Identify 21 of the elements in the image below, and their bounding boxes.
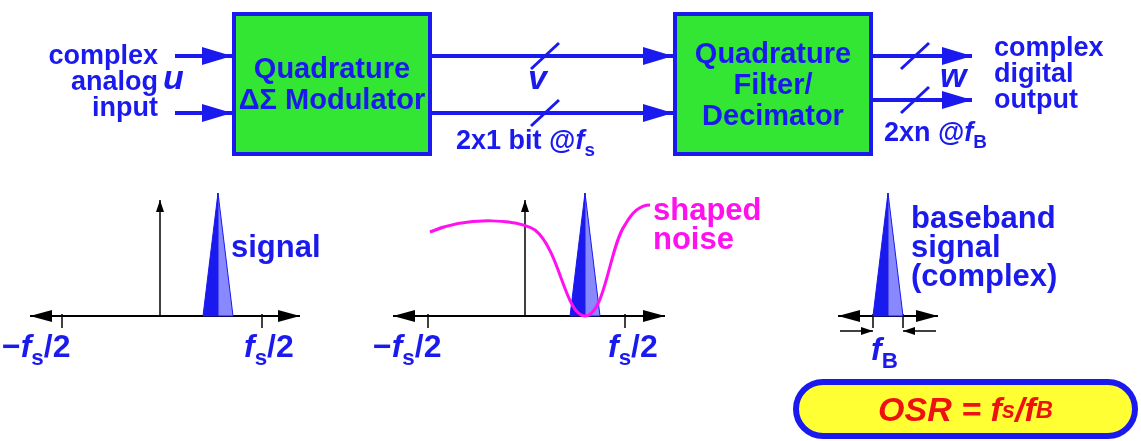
arrow [175, 47, 232, 65]
arrow [432, 47, 673, 65]
output-label: complex digital output [994, 28, 1134, 118]
noise-label: shaped noise [653, 195, 763, 253]
axis-label: f$_{s}$/2 [244, 332, 294, 372]
signal-name: w [940, 60, 967, 91]
arrow [175, 104, 232, 122]
input-label: complex analog input [8, 36, 158, 126]
bus-label: 2xn @f$_{B}$ [884, 120, 987, 154]
signal-name: u [163, 62, 184, 93]
arrow [432, 104, 673, 122]
decimator-block: Quadrature Filter/ Decimator [673, 12, 873, 156]
axis-label: f$_{s}$/2 [608, 332, 658, 372]
arrow [873, 91, 972, 109]
axis-label: −f$_{s}$/2 [2, 332, 71, 372]
bandwidth-label: f$_{B}$ [871, 335, 898, 375]
axis-label: −f$_{s}$/2 [373, 332, 442, 372]
signal-name: v [528, 62, 547, 93]
modulator-block: Quadrature ΔΣ Modulator [232, 12, 432, 156]
bus-label: 2x1 bit @f$_{s}$ [456, 128, 595, 162]
arrow [873, 47, 972, 65]
